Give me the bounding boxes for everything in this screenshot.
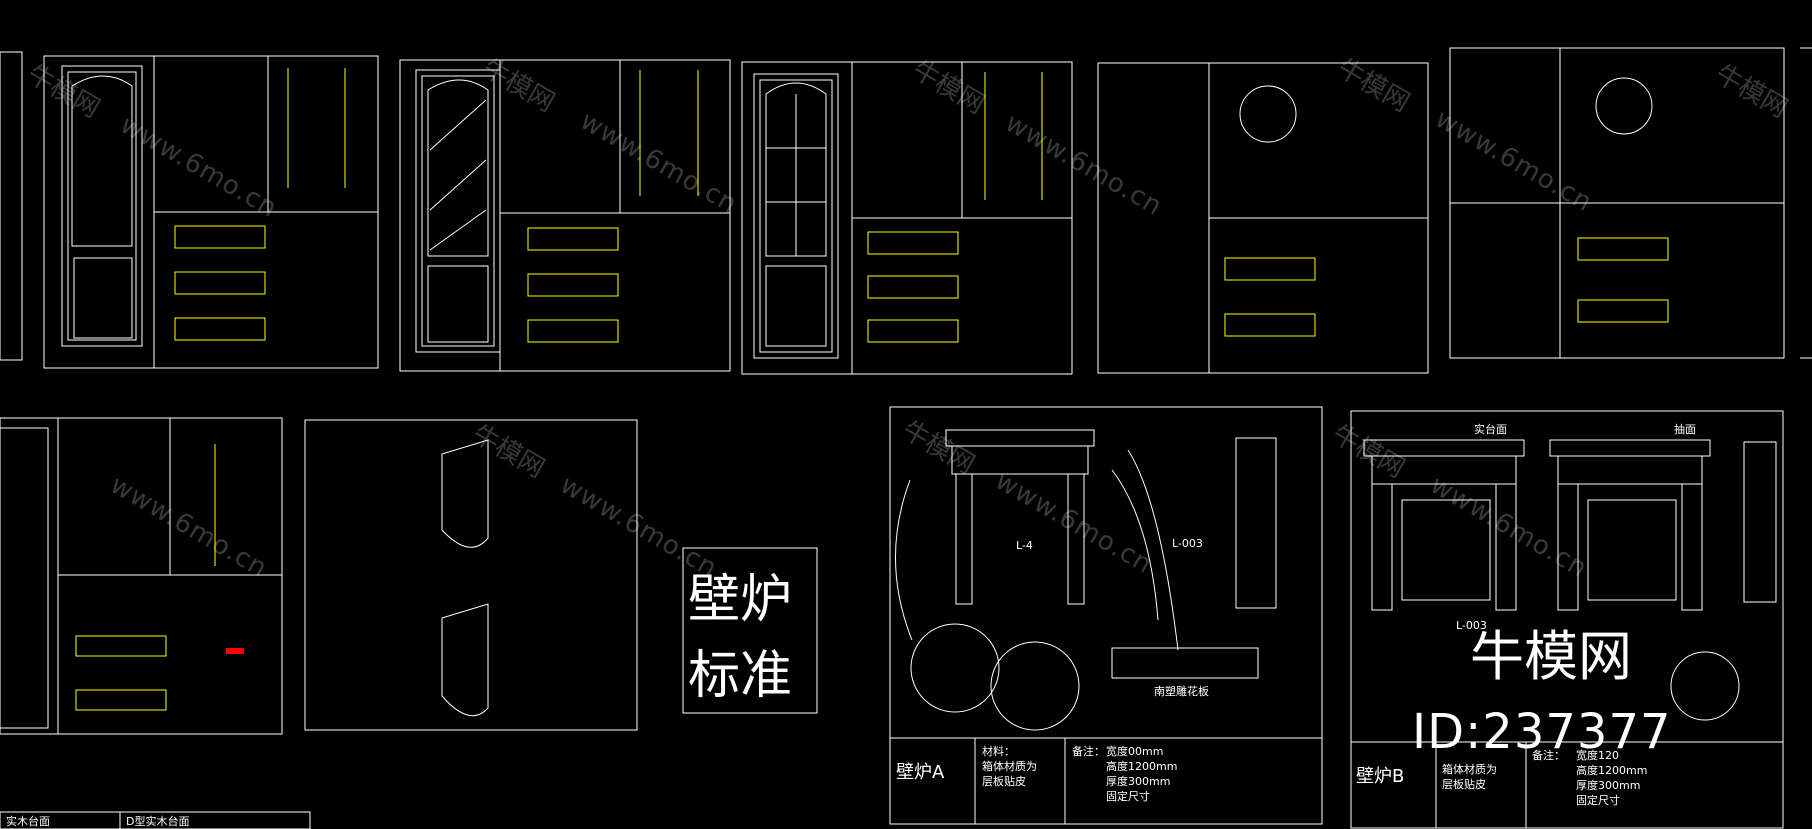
fireplace-b-height: 高度1200mm bbox=[1576, 764, 1648, 777]
fireplace-b-width: 宽度120 bbox=[1576, 749, 1619, 762]
fireplace-a-fixed: 固定尺寸 bbox=[1106, 790, 1150, 803]
fireplace-a-detail-label: 南塑雕花板 bbox=[1154, 685, 1209, 698]
watermark-id: ID:237377 bbox=[1412, 704, 1672, 760]
fireplace-a-elevation bbox=[945, 429, 1277, 679]
bottom-label-2: D型实木台面 bbox=[126, 815, 190, 828]
red-mark bbox=[226, 648, 244, 654]
frame-curved-panel bbox=[304, 419, 638, 731]
fireplace-a-material-label: 材料： bbox=[982, 745, 1015, 758]
fireplace-b-depth: 厚度300mm bbox=[1576, 779, 1641, 792]
fireplace-b-elevation bbox=[1363, 439, 1777, 611]
fireplace-a-tag-l003: L-003 bbox=[1172, 537, 1203, 550]
fireplace-b-remark-label: 备注： bbox=[1532, 749, 1565, 762]
fireplace-a-material-2: 层板贴皮 bbox=[982, 775, 1026, 788]
frame-fireplace-a bbox=[889, 406, 1323, 825]
fireplace-b-tag-l003: L-003 bbox=[1456, 619, 1487, 632]
circular-details bbox=[895, 77, 1740, 731]
sheet-title-line2: 标准 bbox=[688, 646, 793, 706]
sheet-title-line1: 壁炉 bbox=[688, 570, 793, 630]
fireplace-b-title: 壁炉B bbox=[1356, 766, 1405, 787]
fireplace-b-tag-drawer: 抽面 bbox=[1674, 423, 1696, 436]
fireplace-a-width: 宽度00mm bbox=[1106, 745, 1164, 758]
fireplace-a-height: 高度1200mm bbox=[1106, 760, 1178, 773]
bottom-label-1: 实木台面 bbox=[6, 815, 50, 828]
fireplace-b-material-1: 箱体材质为 bbox=[1442, 763, 1497, 776]
frame-shutter bbox=[0, 417, 283, 735]
door-elevations bbox=[0, 65, 839, 729]
fireplace-b-fixed: 固定尺寸 bbox=[1576, 794, 1620, 807]
fireplace-a-material-1: 箱体材质为 bbox=[982, 760, 1037, 773]
curved-panels bbox=[441, 439, 489, 717]
fireplace-a-depth: 厚度300mm bbox=[1106, 775, 1171, 788]
frame-title-box bbox=[682, 547, 818, 714]
drawing-frames bbox=[0, 47, 1812, 829]
fireplace-a-title: 壁炉A bbox=[896, 762, 945, 783]
watermark-brand-big: 牛模网 bbox=[1470, 625, 1632, 688]
fireplace-a-tag-l4: L-4 bbox=[1016, 539, 1033, 552]
dimension-details bbox=[75, 68, 1669, 711]
fireplace-b-tag-top: 实台面 bbox=[1474, 423, 1507, 436]
fireplace-b-material-2: 层板贴皮 bbox=[1442, 778, 1486, 791]
fireplace-a-remark-label: 备注： bbox=[1072, 745, 1105, 758]
frame-door-2 bbox=[399, 59, 731, 372]
frame-fireplace-b bbox=[1350, 410, 1784, 829]
